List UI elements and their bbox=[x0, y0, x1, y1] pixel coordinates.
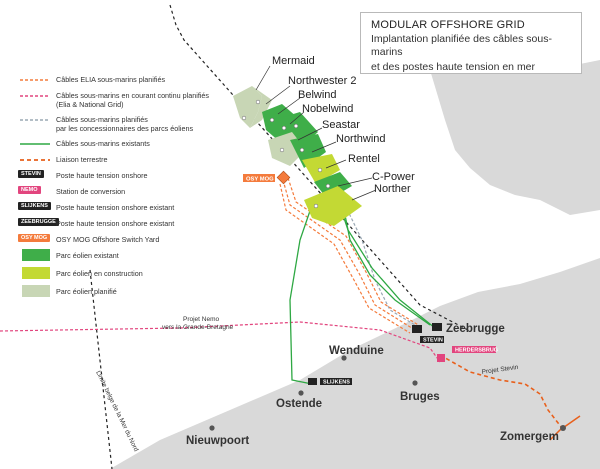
legend-label: OSY MOG Offshore Switch Yard bbox=[56, 235, 160, 244]
park-mermaid bbox=[233, 86, 262, 128]
stevin-badge bbox=[420, 336, 444, 343]
legend-label: Poste haute tension onshore existant bbox=[56, 219, 175, 228]
label-mermaid: Mermaid bbox=[272, 55, 315, 67]
nemo-badge-icon: NEMO bbox=[18, 186, 41, 194]
label-nobelwind: Nobelwind bbox=[302, 103, 353, 115]
label-rentel: Rentel bbox=[348, 153, 380, 165]
page-title: MODULAR OFFSHORE GRID bbox=[371, 19, 525, 31]
elia-cable-3 bbox=[279, 183, 411, 334]
elia-cable-1 bbox=[282, 179, 416, 331]
osy-mog-badge-icon: OSY MOG bbox=[18, 234, 51, 242]
label-ostende: Ostende bbox=[276, 398, 322, 410]
legend-item-zeebrugge: ZEEBRUGGE Poste haute tension onshore ex… bbox=[14, 216, 214, 232]
legend-label: Parc éolien planifié bbox=[56, 287, 117, 296]
label-zomergem: Zomergem bbox=[500, 431, 559, 443]
planned-park-swatch bbox=[22, 285, 50, 297]
legend-item-existing-park: Parc éolien existant bbox=[14, 248, 214, 266]
legend-label-2: (Elia & National Grid) bbox=[56, 100, 124, 109]
subtitle-line-2: et des postes haute tension en mer bbox=[371, 61, 536, 73]
town-dots bbox=[209, 355, 566, 431]
slijkens-label: SLIJKENS bbox=[323, 380, 350, 386]
herdersbrug-label: HERDERSBRUG bbox=[455, 348, 498, 354]
existing-cable-icon bbox=[20, 143, 50, 145]
park-belwind bbox=[262, 104, 298, 142]
legend-item-elia-planned: Câbles ELIA sous-marins planifiés bbox=[14, 72, 214, 88]
elia-cable-2 bbox=[287, 177, 421, 327]
legend-label: Parc éolien en construction bbox=[56, 269, 143, 278]
concession-cable-icon bbox=[20, 119, 50, 121]
slijkens-badge bbox=[320, 378, 352, 385]
legend-item-stevin: STEVIN Poste haute tension onshore bbox=[14, 168, 214, 184]
label-seastar: Seastar bbox=[322, 119, 360, 131]
park-markers bbox=[241, 99, 331, 209]
construction-park-swatch bbox=[22, 267, 50, 279]
map-legend: Câbles ELIA sous-marins planifiés Câbles… bbox=[14, 72, 214, 302]
label-nieuwpoort: Nieuwpoort bbox=[186, 435, 249, 447]
legend-item-nemo: NEMO Station de conversion bbox=[14, 184, 214, 200]
zeebrugge-substation-icon bbox=[412, 323, 442, 333]
land-netherlands bbox=[430, 60, 600, 215]
existing-park-swatch bbox=[22, 249, 50, 261]
label-norther: Norther bbox=[374, 183, 411, 195]
legend-label: Poste haute tension onshore bbox=[56, 171, 148, 180]
label-zeebrugge: Zeebrugge bbox=[446, 323, 505, 335]
legend-item-existing-cable: Câbles sous-marins existants bbox=[14, 136, 214, 152]
herdersbrug-icon bbox=[437, 354, 445, 362]
label-northwind: Northwind bbox=[336, 133, 386, 145]
land-link-zomergem bbox=[549, 415, 581, 441]
herdersbrug-badge bbox=[452, 346, 496, 353]
stevin-label: STEVIN bbox=[423, 338, 443, 344]
zeebrugge-badge-icon: ZEEBRUGGE bbox=[18, 218, 59, 226]
park-norther bbox=[304, 186, 362, 226]
hvdc-cable-icon bbox=[20, 95, 50, 97]
stevin-badge-icon: STEVIN bbox=[18, 170, 44, 178]
legend-label: Câbles sous-marins en courant continu pl… bbox=[56, 91, 210, 100]
osy-mog-badge bbox=[243, 174, 275, 182]
legend-label: Câbles ELIA sous-marins planifiés bbox=[56, 75, 166, 84]
park-northwester bbox=[250, 86, 272, 128]
label-maritime-border: Limite belge de la Mer du Nord bbox=[94, 370, 139, 453]
existing-cable-belwind bbox=[289, 204, 313, 385]
legend-label: Poste haute tension onshore existant bbox=[56, 203, 175, 212]
legend-item-slijkens: SLIJKENS Poste haute tension onshore exi… bbox=[14, 200, 214, 216]
land-area bbox=[110, 258, 600, 469]
legend-label: Câbles sous-marins planifiés bbox=[56, 115, 148, 124]
label-projet-nemo: Projet Nemo bbox=[183, 316, 220, 323]
label-belwind: Belwind bbox=[298, 89, 337, 101]
legend-item-land-link: Liaison terrestre bbox=[14, 152, 214, 168]
legend-item-planned-park: Parc éolien planifié bbox=[14, 284, 214, 302]
slijkens-badge-icon: SLIJKENS bbox=[18, 202, 51, 210]
legend-label: Station de conversion bbox=[56, 187, 126, 196]
legend-label: Câbles sous-marins existants bbox=[56, 139, 150, 148]
label-northwester: Northwester 2 bbox=[288, 75, 356, 87]
legend-item-osy-mog: OSY MOG OSY MOG Offshore Switch Yard bbox=[14, 232, 214, 248]
park-leader-lines bbox=[255, 65, 377, 201]
legend-label-2: par les concessionnaires des parcs éolie… bbox=[56, 124, 194, 133]
osy-mog-label: OSY MOG bbox=[246, 177, 274, 183]
elia-cable-icon bbox=[20, 79, 50, 81]
label-wenduine: Wenduine bbox=[329, 345, 384, 357]
land-link-icon bbox=[20, 159, 50, 161]
legend-item-construction-park: Parc éolien en construction bbox=[14, 266, 214, 284]
subtitle-line-1: Implantation planifiée des câbles sous-m… bbox=[371, 33, 552, 58]
slijkens-icon bbox=[308, 378, 317, 385]
label-bruges: Bruges bbox=[400, 391, 440, 403]
legend-label: Parc éolien existant bbox=[56, 251, 119, 260]
title-box: MODULAR OFFSHORE GRID Implantation plani… bbox=[360, 12, 582, 74]
park-northwind bbox=[290, 134, 326, 168]
legend-label: Liaison terrestre bbox=[56, 155, 108, 164]
nemo-cable bbox=[0, 321, 441, 363]
label-projet-nemo-2: vers la Grande-Bretagne bbox=[162, 324, 234, 331]
label-cpower: C-Power bbox=[372, 171, 415, 183]
osy-mog-icon bbox=[276, 170, 291, 185]
maritime-border-line bbox=[169, 4, 469, 331]
land-link-stevin bbox=[439, 354, 563, 429]
legend-item-hvdc-planned: Câbles sous-marins en courant continu pl… bbox=[14, 88, 214, 112]
